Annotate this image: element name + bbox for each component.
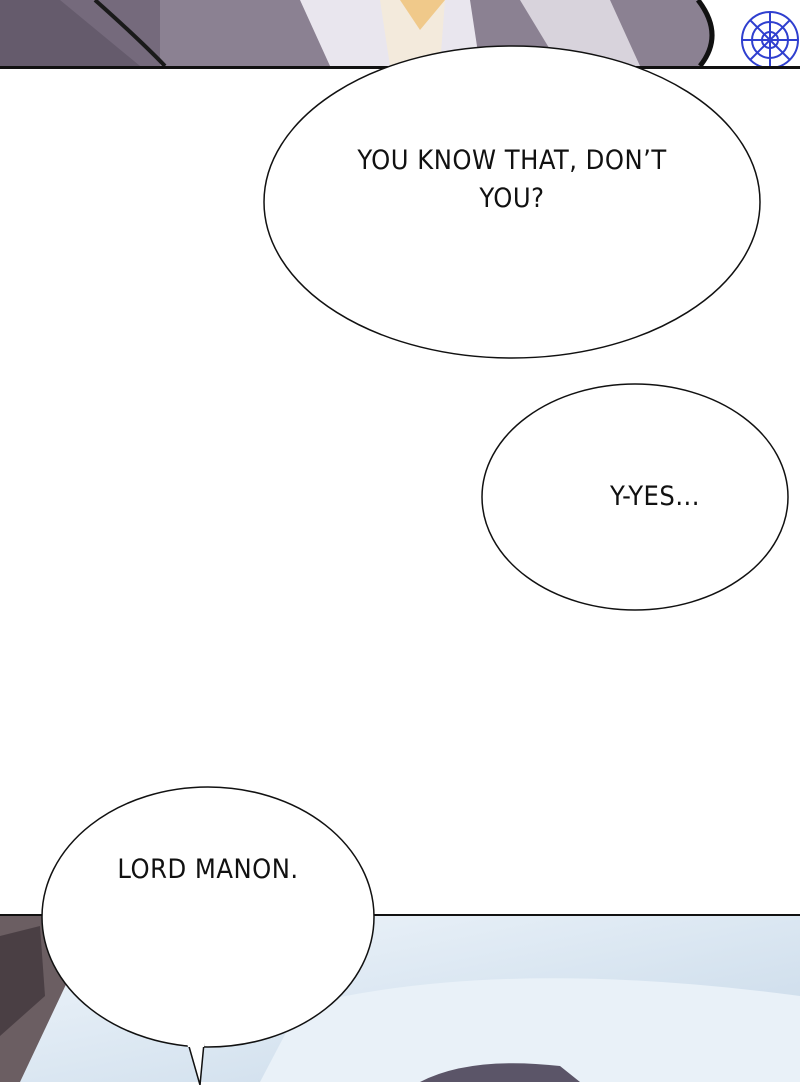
bubble-outline	[263, 45, 761, 359]
bubble-text-reply: Y-YES...	[610, 481, 700, 513]
speech-bubble-address: LORD MANON.	[40, 785, 376, 1085]
bubble-outline	[41, 786, 375, 1085]
top-comic-panel	[0, 0, 800, 69]
bubble-outline	[481, 383, 789, 611]
speech-bubble-reply: Y-YES...	[480, 382, 790, 612]
bubble-text-address: LORD MANON.	[117, 854, 299, 886]
speech-bubble-question: YOU KNOW THAT, DON’T YOU?	[262, 44, 762, 362]
blue-ornament-icon	[741, 11, 799, 66]
bubble-text-question: YOU KNOW THAT, DON’T YOU?	[357, 145, 667, 214]
top-panel-artwork	[0, 0, 800, 66]
